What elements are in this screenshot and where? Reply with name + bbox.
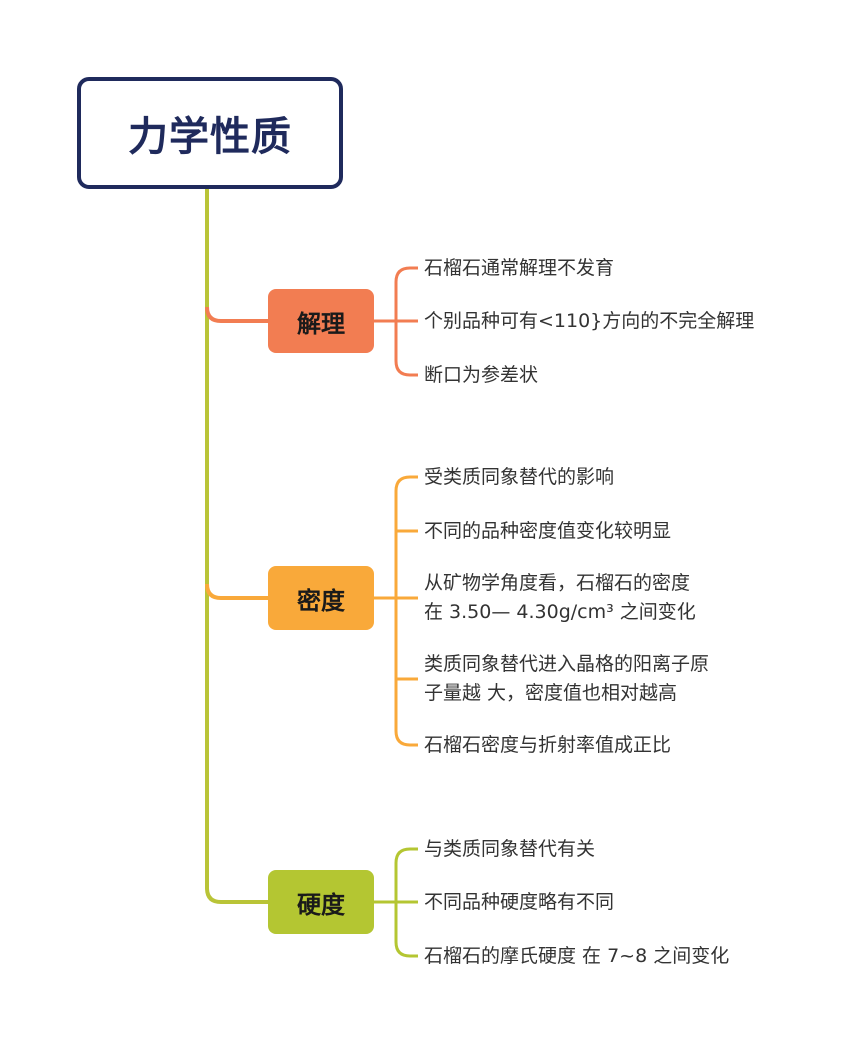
density-item-2: 不同的品种密度值变化较明显 bbox=[424, 520, 672, 542]
density-item-3-line-2: 在 3.50— 4.30g/cm³ 之间变化 bbox=[424, 601, 696, 623]
cleavage-item-2: 个别品种可有<110}方向的不完全解理 bbox=[424, 310, 755, 332]
branch-cleavage: 解理 bbox=[268, 289, 374, 353]
hardness-item-1: 与类质同象替代有关 bbox=[424, 838, 596, 860]
branch-hardness: 硬度 bbox=[268, 870, 374, 934]
hardness-item-3: 石榴石的摩氏硬度 在 7~8 之间变化 bbox=[424, 945, 730, 967]
density-item-1: 受类质同象替代的影响 bbox=[424, 466, 615, 488]
density-item-5: 石榴石密度与折射率值成正比 bbox=[424, 734, 672, 756]
cleavage-connector bbox=[374, 266, 418, 377]
trunk-to-density bbox=[205, 583, 268, 600]
trunk-line bbox=[205, 185, 268, 904]
root-node: 力学性质 bbox=[77, 77, 343, 189]
branch-density: 密度 bbox=[268, 566, 374, 630]
cleavage-item-3: 断口为参差状 bbox=[424, 364, 539, 386]
hardness-connector bbox=[374, 847, 418, 958]
density-item-3-line-1: 从矿物学角度看，石榴石的密度 bbox=[424, 572, 691, 594]
hardness-item-2: 不同品种硬度略有不同 bbox=[424, 891, 615, 913]
density-item-4: 类质同象替代进入晶格的阳离子原 子量越 大，密度值也相对越高 bbox=[424, 650, 709, 708]
cleavage-item-1: 石榴石通常解理不发育 bbox=[424, 257, 615, 279]
density-connector bbox=[374, 475, 418, 747]
branch-cleavage-label: 解理 bbox=[297, 309, 345, 338]
branch-density-label: 密度 bbox=[297, 586, 345, 615]
density-item-3: 从矿物学角度看，石榴石的密度 在 3.50— 4.30g/cm³ 之间变化 bbox=[424, 569, 696, 627]
trunk-to-cleavage bbox=[205, 306, 268, 323]
branch-hardness-label: 硬度 bbox=[297, 890, 345, 919]
density-item-4-line-1: 类质同象替代进入晶格的阳离子原 bbox=[424, 653, 710, 675]
root-title: 力学性质 bbox=[128, 114, 292, 160]
density-item-4-line-2: 子量越 大，密度值也相对越高 bbox=[424, 682, 678, 704]
